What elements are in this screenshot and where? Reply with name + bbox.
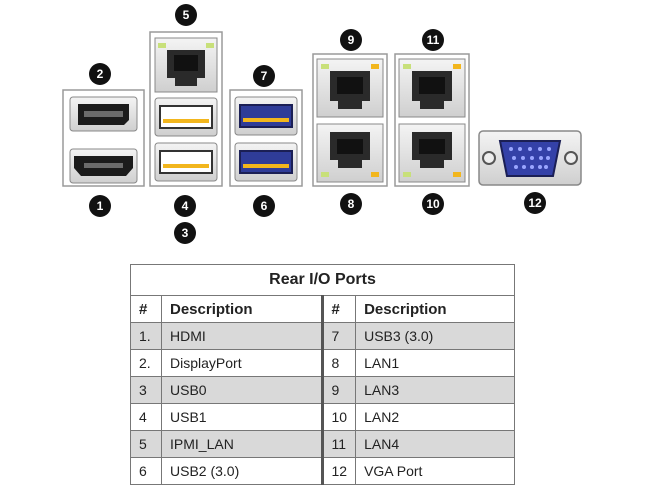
rj45-port-icon bbox=[398, 58, 466, 118]
table-row: 6 USB2 (3.0) 12 VGA Port bbox=[130, 457, 515, 485]
callout-6: 6 bbox=[253, 195, 275, 217]
table-row: 1. HDMI 7 USB3 (3.0) bbox=[130, 322, 515, 350]
row-description: USB3 (3.0) bbox=[355, 322, 515, 350]
row-number: 4 bbox=[130, 403, 162, 431]
lan-block-left bbox=[312, 53, 388, 187]
usb-port-icon bbox=[154, 142, 218, 182]
callout-3: 3 bbox=[174, 222, 196, 244]
table-title: Rear I/O Ports bbox=[130, 264, 515, 296]
callout-10: 10 bbox=[422, 193, 444, 215]
callout-5: 5 bbox=[175, 4, 197, 26]
rear-io-ports-table: Rear I/O Ports # Description # Descripti… bbox=[130, 264, 515, 485]
rj45-port-icon bbox=[398, 123, 466, 183]
displayport-icon bbox=[69, 96, 138, 132]
column-header-description: Description bbox=[161, 295, 323, 323]
rj45-port-icon bbox=[316, 123, 384, 183]
usb3-block bbox=[229, 89, 303, 187]
lan-block-right bbox=[394, 53, 470, 187]
callout-2: 2 bbox=[89, 63, 111, 85]
ipmi-usb-block bbox=[149, 31, 223, 187]
usb-port-icon bbox=[154, 97, 218, 137]
rear-io-diagram: 1 2 3 4 5 6 7 8 9 10 11 12 bbox=[62, 4, 582, 244]
row-description: LAN1 bbox=[355, 349, 515, 377]
row-description: LAN2 bbox=[355, 403, 515, 431]
rj45-port-icon bbox=[316, 58, 384, 118]
callout-8: 8 bbox=[340, 193, 362, 215]
table-row: 4 USB1 10 LAN2 bbox=[130, 403, 515, 431]
column-header-num: # bbox=[130, 295, 162, 323]
row-description: USB2 (3.0) bbox=[161, 457, 323, 485]
column-header-num: # bbox=[320, 295, 357, 323]
table-row: 2. DisplayPort 8 LAN1 bbox=[130, 349, 515, 377]
video-port-block bbox=[62, 89, 145, 187]
row-number: 2. bbox=[130, 349, 162, 377]
row-description: LAN4 bbox=[355, 430, 515, 458]
row-description: LAN3 bbox=[355, 376, 515, 404]
column-header-description: Description bbox=[355, 295, 515, 323]
row-number: 12 bbox=[320, 457, 357, 485]
table-row: 5 IPMI_LAN 11 LAN4 bbox=[130, 430, 515, 458]
row-number: 3 bbox=[130, 376, 162, 404]
row-number: 1. bbox=[130, 322, 162, 350]
row-number: 9 bbox=[320, 376, 357, 404]
row-description: HDMI bbox=[161, 322, 323, 350]
row-description: VGA Port bbox=[355, 457, 515, 485]
usb-port-icon bbox=[234, 96, 298, 136]
row-number: 8 bbox=[320, 349, 357, 377]
row-description: DisplayPort bbox=[161, 349, 323, 377]
row-number: 10 bbox=[320, 403, 357, 431]
vga-port-icon bbox=[478, 130, 582, 186]
callout-9: 9 bbox=[340, 29, 362, 51]
row-number: 5 bbox=[130, 430, 162, 458]
row-number: 11 bbox=[320, 430, 357, 458]
rj45-port-icon bbox=[154, 37, 218, 93]
row-description: USB1 bbox=[161, 403, 323, 431]
row-number: 6 bbox=[130, 457, 162, 485]
row-description: IPMI_LAN bbox=[161, 430, 323, 458]
callout-11: 11 bbox=[422, 29, 444, 51]
callout-12: 12 bbox=[524, 192, 546, 214]
callout-4: 4 bbox=[174, 195, 196, 217]
callout-7: 7 bbox=[253, 65, 275, 87]
row-number: 7 bbox=[320, 322, 357, 350]
callout-1: 1 bbox=[89, 195, 111, 217]
row-description: USB0 bbox=[161, 376, 323, 404]
rear-panel-illustration bbox=[62, 31, 582, 187]
usb-port-icon bbox=[234, 142, 298, 182]
hdmi-port-icon bbox=[69, 148, 138, 184]
table-row: 3 USB0 9 LAN3 bbox=[130, 376, 515, 404]
